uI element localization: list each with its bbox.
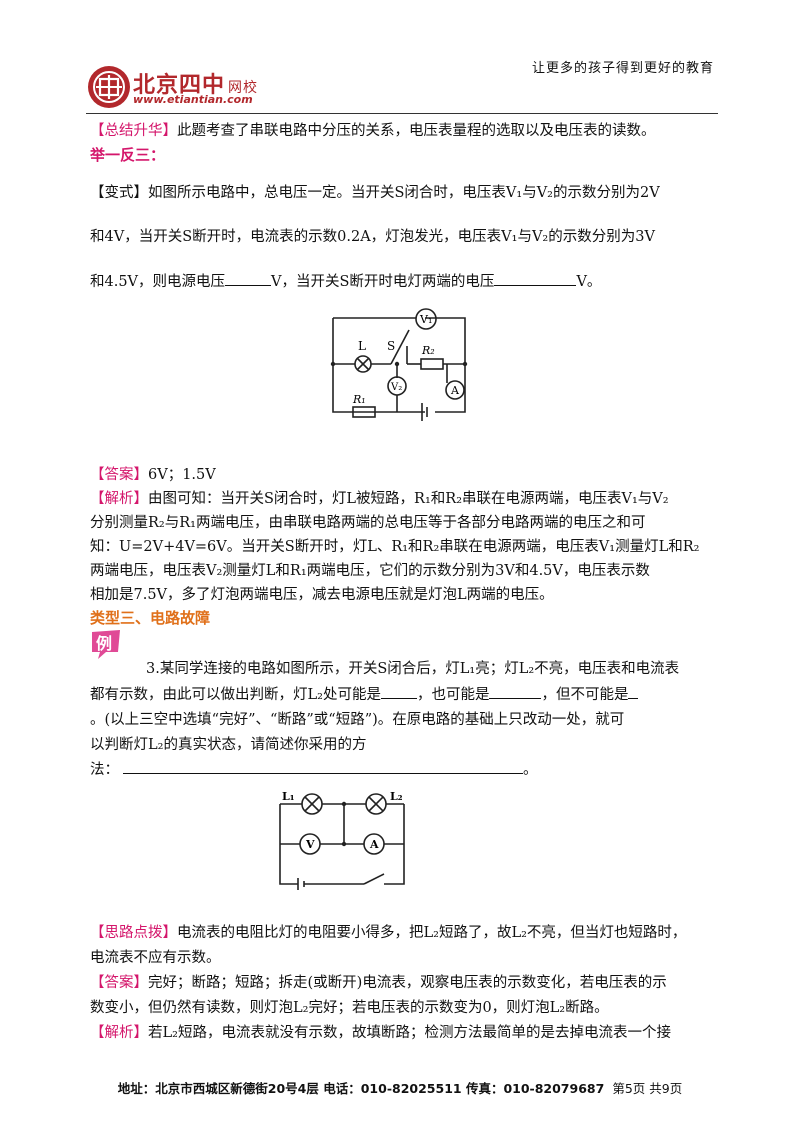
variant-line-2: 和4V，当开关S断开时，电流表的示数0.2A，灯泡发光，电压表V₁与V₂的示数分… xyxy=(90,229,655,245)
circuit1-label: S xyxy=(387,339,395,353)
example3-line-2c: ，但不可能是 xyxy=(541,687,629,703)
answer-blank xyxy=(489,684,542,699)
circuit1-label: V₁ xyxy=(419,313,432,326)
answer1-line: 【答案】6V；1.5V xyxy=(90,463,716,484)
answer3-text-1: 完好；断路；短路；拆走(或断开)电流表，观察电压表的示数变化，若电压表的示 xyxy=(148,975,667,991)
analysis1-line-3: 知：U=2V+4V=6V。当开关S断开时，灯L、R₁和R₂串联在电源两端，电压表… xyxy=(90,539,700,555)
circuit-diagram-1: V₁ L S R₂ V₂ A R₁ xyxy=(330,308,468,421)
summary-line: 【总结升华】此题考查了串联电路中分压的关系，电压表量程的选取以及电压表的读数。 xyxy=(90,119,716,140)
answer3-tag: 【答案】 xyxy=(90,975,148,991)
analysis1-line-5: 相加是7.5V，多了灯泡两端电压，减去电源电压就是灯泡L两端的电压。 xyxy=(90,587,554,603)
school-logo-icon xyxy=(88,66,130,108)
variant-line-3-start: 和4.5V，则电源电压 xyxy=(90,274,226,290)
analysis3-line: 【解析】若L₂短路，电流表就没有示数，故填断路；检测方法最简单的是去掉电流表一个… xyxy=(90,1021,716,1042)
answer-blank xyxy=(628,684,639,699)
circuit1-label: A xyxy=(450,384,460,397)
hint-line-1: 【思路点拨】电流表的电阻比灯的电阻要小得多，把L₂短路了，故L₂不亮，但当灯也短… xyxy=(90,921,716,942)
variant-line-3-mid: V，当开关S断开时电灯两端的电压 xyxy=(271,274,495,290)
hint-line-2: 电流表不应有示数。 xyxy=(90,950,221,966)
example-badge-icon: 例 xyxy=(92,630,120,659)
analysis3-text: 若L₂短路，电流表就没有示数，故填断路；检测方法最简单的是去掉电流表一个接 xyxy=(148,1025,671,1041)
answer1-tag: 【答案】 xyxy=(90,467,148,483)
answer-blank xyxy=(380,684,417,699)
logo-name: 北京四中网校 xyxy=(133,67,258,99)
analysis1-line-1: 【解析】由图可知：当开关S闭合时，灯L被短路，R₁和R₂串联在电源两端，电压表V… xyxy=(90,487,716,508)
logo-suffix: 网校 xyxy=(228,80,259,96)
analysis1-line-2: 分别测量R₂与R₁两端电压，由串联电路两端的总电压等于各部分电路两端的电压之和可 xyxy=(90,515,646,531)
example3-line-5-end: 。 xyxy=(523,762,538,778)
example3-line-5: 法： 。 xyxy=(90,758,716,779)
variant-line-3: 和4.5V，则电源电压 V，当开关S断开时电灯两端的电压 V。 xyxy=(90,270,716,291)
example3-line-1: 3.某同学连接的电路如图所示，开关S闭合后，灯L₁亮；灯L₂不亮，电压表和电流表 xyxy=(146,661,680,677)
circuit2-label: L₂ xyxy=(390,790,403,803)
hint-tag: 【思路点拨】 xyxy=(90,925,177,941)
circuit1-label: L xyxy=(358,339,366,353)
analysis3-tag: 【解析】 xyxy=(90,1025,148,1041)
footer-address: 地址：北京市西城区新德街20号4层 电话：010-82025511 传真：010… xyxy=(117,1081,605,1096)
example3-line-2: 都有示数，由此可以做出判断，灯L₂处可能是 ，也可能是 ，但不可能是 xyxy=(90,683,716,704)
analysis1-line-4: 两端电压，电压表V₂测量灯L和R₁两端电压，它们的示数分别为3V和4.5V，电压… xyxy=(90,563,650,579)
hint-text-1: 电流表的电阻比灯的电阻要小得多，把L₂短路了，故L₂不亮，但当灯也短路时， xyxy=(177,925,687,941)
circuit1-label: R₁ xyxy=(352,393,366,406)
circuit1-label: R₂ xyxy=(421,344,435,357)
example-badge-text: 例 xyxy=(96,634,112,653)
answer-blank xyxy=(494,271,577,286)
example3-line-3: 。(以上三空中选填“完好”、“断路”或“短路”)。在原电路的基础上只改动一处，就… xyxy=(90,712,625,728)
summary-tag: 【总结升华】 xyxy=(90,123,177,139)
answer3-line-1: 【答案】完好；断路；短路；拆走(或断开)电流表，观察电压表的示数变化，若电压表的… xyxy=(90,971,716,992)
header-slogan: 让更多的孩子得到更好的教育 xyxy=(531,61,714,76)
circuit2-label: V xyxy=(305,838,315,851)
answer3-line-2: 数变小，但仍然有读数，则灯泡L₂完好；若电压表的示数变为0，则灯泡L₂断路。 xyxy=(90,1000,609,1016)
logo-url: www.etiantian.com xyxy=(133,93,253,106)
type3-heading: 类型三、电路故障 xyxy=(90,609,211,627)
analysis1-tag: 【解析】 xyxy=(90,491,148,507)
header-divider xyxy=(86,113,718,114)
practice-heading: 举一反三： xyxy=(90,146,166,164)
example3-line-4: 以判断灯L₂的真实状态，请简述你采用的方 xyxy=(90,737,367,753)
circuit2-label: L₁ xyxy=(282,790,295,803)
answer-blank xyxy=(225,271,272,286)
logo-name-text: 北京四中 xyxy=(133,72,226,98)
analysis1-text-1: 由图可知：当开关S闭合时，灯L被短路，R₁和R₂串联在电源两端，电压表V₁与V₂ xyxy=(148,491,669,507)
example3-line-2b: ，也可能是 xyxy=(416,687,490,703)
example3-line-5-label: 法： xyxy=(90,762,119,778)
variant-line-1: 【变式】如图所示电路中，总电压一定。当开关S闭合时，电压表V₁与V₂的示数分别为… xyxy=(90,185,660,201)
circuit1-label: V₂ xyxy=(390,382,402,393)
page-footer: 地址：北京市西城区新德街20号4层 电话：010-82025511 传真：010… xyxy=(0,1078,800,1097)
circuit-diagram-2: L₁ L₂ V A xyxy=(279,790,405,890)
footer-page-number: 第5页 共9页 xyxy=(612,1081,683,1096)
variant-line-3-end: V。 xyxy=(576,274,602,290)
answer-blank xyxy=(123,759,523,774)
summary-text: 此题考查了串联电路中分压的关系，电压表量程的选取以及电压表的读数。 xyxy=(177,123,656,139)
example3-line-2a: 都有示数，由此可以做出判断，灯L₂处可能是 xyxy=(90,687,381,703)
circuit2-label: A xyxy=(369,838,379,851)
answer1-text: 6V；1.5V xyxy=(148,467,216,483)
